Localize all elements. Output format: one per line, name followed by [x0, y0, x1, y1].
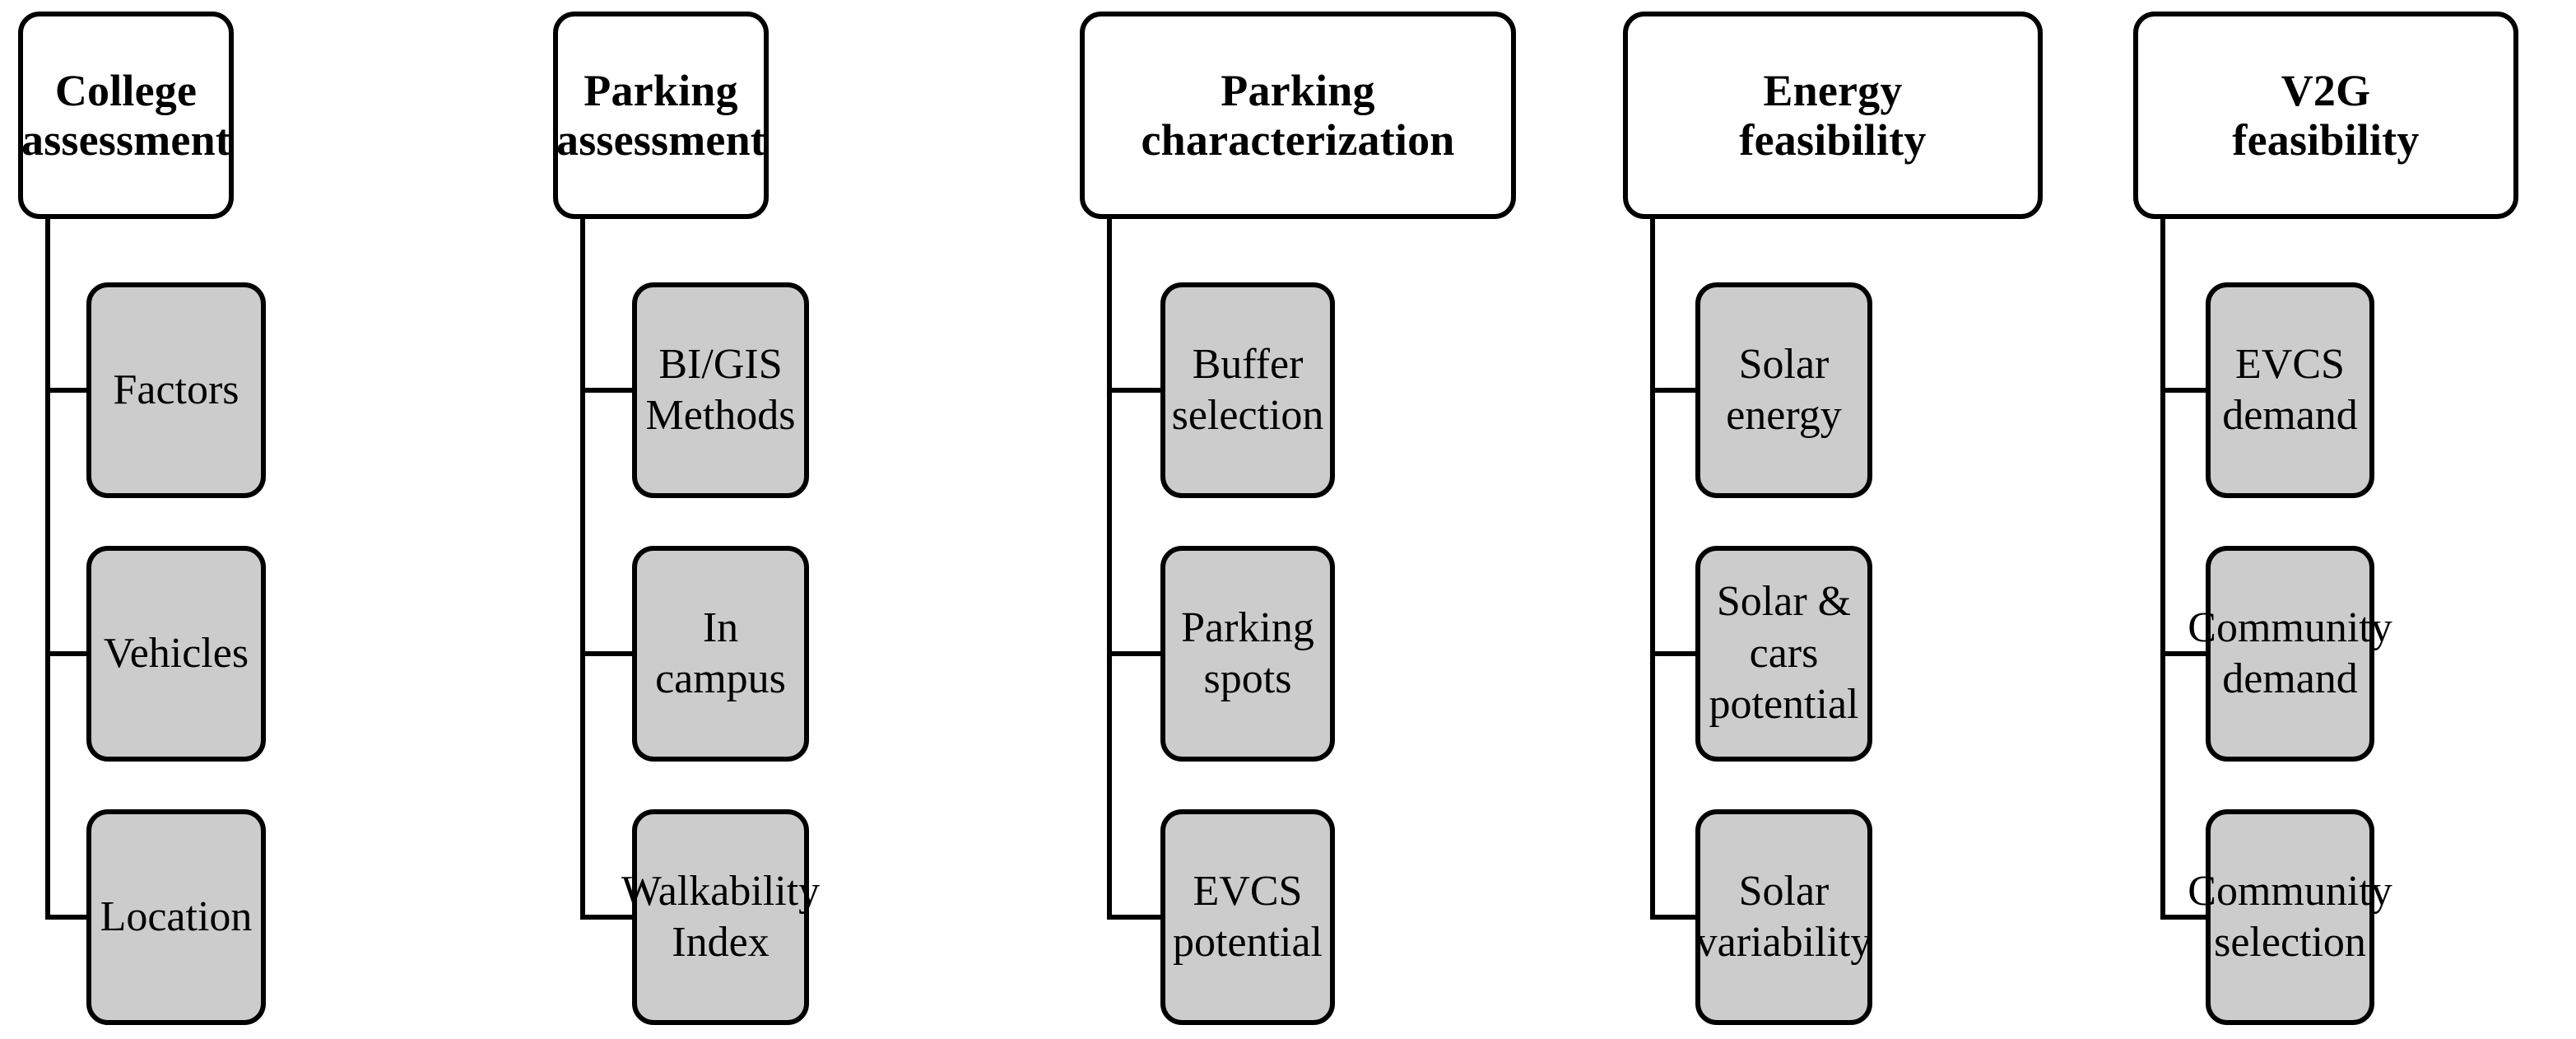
item-box-in-campus[interactable]: In campus: [632, 546, 809, 762]
item-box-vehicles[interactable]: Vehicles: [86, 546, 266, 762]
branch-line-vehicles: [45, 651, 86, 656]
branch-line-location: [45, 915, 86, 920]
item-box-solar-energy[interactable]: Solar energy: [1695, 282, 1872, 498]
item-box-buffer-selection[interactable]: Buffer selection: [1160, 282, 1335, 498]
item-box-community-selection[interactable]: Community selection: [2188, 809, 2392, 1025]
item-box-bi-gis-methods[interactable]: BI/GIS Methods: [632, 282, 809, 498]
trunk-line-college-assessment: [45, 219, 50, 920]
trunk-line-energy-feasibility: [1650, 219, 1655, 920]
item-box-solar-variability[interactable]: Solar variability: [1695, 809, 1872, 1025]
header-label-college-assessment: College assessment: [21, 65, 230, 165]
branch-line-in-campus: [580, 651, 632, 656]
item-label-community-demand: Community demand: [2188, 603, 2392, 702]
branch-line-solar-variability: [1650, 915, 1695, 920]
column-parking-assessment: Parking assessment BI/GIS Methods In cam…: [553, 0, 820, 1039]
item-box-evcs-potential[interactable]: EVCS potential: [1160, 809, 1335, 1025]
item-label-solar-variability: Solar variability: [1695, 867, 1872, 966]
item-label-parking-spots: Parking spots: [1181, 603, 1314, 702]
header-box-parking-assessment[interactable]: Parking assessment: [553, 12, 769, 219]
header-label-parking-characterization: Parking characterization: [1141, 65, 1455, 165]
branch-line-bi-gis-methods: [580, 388, 632, 393]
header-box-energy-feasibility[interactable]: Energy feasibility: [1623, 12, 2043, 219]
item-label-buffer-selection: Buffer selection: [1171, 340, 1324, 439]
branch-line-factors: [45, 388, 86, 393]
trunk-line-v2g-feasibility: [2160, 219, 2165, 920]
item-label-solar-cars-potential: Solar & cars potential: [1709, 578, 1859, 729]
item-box-walkability-index[interactable]: Walkability Index: [621, 809, 820, 1025]
item-label-vehicles: Vehicles: [103, 629, 249, 677]
branch-line-community-selection: [2160, 915, 2206, 920]
item-label-in-campus: In campus: [655, 603, 786, 702]
branch-line-solar-cars-potential: [1650, 651, 1695, 656]
branch-line-solar-energy: [1650, 388, 1695, 393]
branch-line-parking-spots: [1107, 651, 1160, 656]
item-label-walkability-index: Walkability Index: [621, 867, 821, 966]
header-box-college-assessment[interactable]: College assessment: [18, 12, 234, 219]
branch-line-walkability-index: [580, 915, 632, 920]
item-box-solar-cars-potential[interactable]: Solar & cars potential: [1695, 546, 1872, 762]
trunk-line-parking-characterization: [1107, 219, 1112, 920]
branch-line-buffer-selection: [1107, 388, 1160, 393]
item-box-evcs-demand[interactable]: EVCS demand: [2206, 282, 2374, 498]
item-label-community-selection: Community selection: [2188, 867, 2392, 966]
item-box-community-demand[interactable]: Community demand: [2188, 546, 2392, 762]
header-label-energy-feasibility: Energy feasibility: [1739, 65, 1927, 165]
header-box-parking-characterization[interactable]: Parking characterization: [1080, 12, 1516, 219]
branch-line-evcs-demand: [2160, 388, 2206, 393]
column-v2g-feasibility: V2G feasibility EVCS demand Community de…: [2133, 0, 2545, 1039]
item-label-bi-gis-methods: BI/GIS Methods: [645, 340, 796, 439]
item-label-evcs-potential: EVCS potential: [1173, 867, 1323, 966]
item-label-factors: Factors: [113, 366, 239, 413]
item-box-location[interactable]: Location: [86, 809, 266, 1025]
item-label-solar-energy: Solar energy: [1726, 340, 1842, 439]
item-box-parking-spots[interactable]: Parking spots: [1160, 546, 1335, 762]
column-parking-characterization: Parking characterization Buffer selectio…: [1080, 0, 1541, 1039]
branch-line-evcs-potential: [1107, 915, 1160, 920]
column-energy-feasibility: Energy feasibility Solar energy Solar & …: [1623, 0, 2067, 1039]
item-label-evcs-demand: EVCS demand: [2222, 340, 2358, 439]
item-box-factors[interactable]: Factors: [86, 282, 266, 498]
branch-line-community-demand: [2160, 651, 2206, 656]
item-label-location: Location: [100, 892, 253, 940]
trunk-line-parking-assessment: [580, 219, 585, 920]
header-box-v2g-feasibility[interactable]: V2G feasibility: [2133, 12, 2518, 219]
header-label-v2g-feasibility: V2G feasibility: [2232, 65, 2420, 165]
column-college-assessment: College assessment Factors Vehicles Loca…: [18, 0, 266, 1039]
header-label-parking-assessment: Parking assessment: [556, 65, 765, 165]
